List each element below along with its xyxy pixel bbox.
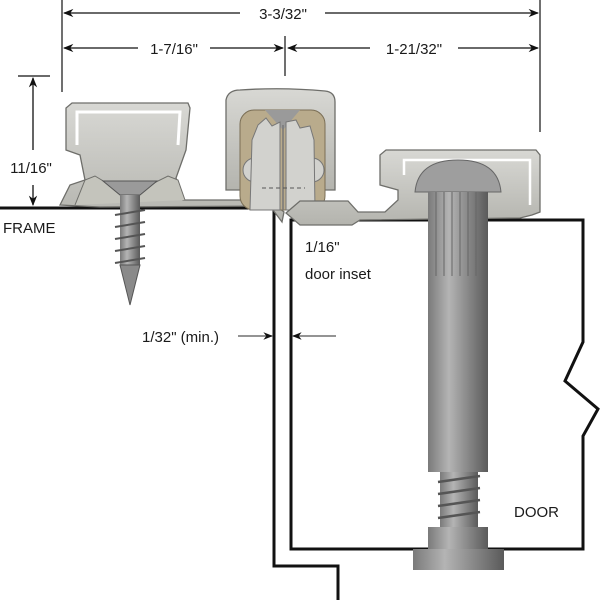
frame-label: FRAME [3, 220, 56, 237]
frame-outline [0, 206, 340, 600]
door-label: DOOR [514, 504, 559, 521]
door-leaf-width-label: 1-21/32" [386, 41, 442, 58]
min-gap-dimension: 1/32" (min.) [142, 329, 336, 346]
min-gap-label: 1/32" (min.) [142, 329, 219, 346]
overall-width-label: 3-3/32" [259, 6, 307, 23]
door-inset-value: 1/16" [305, 239, 340, 256]
frame-leaf-width-label: 1-7/16" [150, 41, 198, 58]
gear-knuckle [225, 88, 336, 211]
overall-width-dimension: 3-3/32" [62, 6, 540, 23]
frame-leaf-dimension: 1-7/16" [62, 41, 285, 58]
door-inset-caption: door inset [305, 266, 372, 283]
door-pin [413, 159, 504, 570]
height-dimension: 11/16" [10, 76, 52, 207]
door-leaf-dimension: 1-21/32" [286, 41, 540, 58]
frame-screw [101, 180, 159, 306]
extension-lines [18, 0, 541, 132]
height-label: 11/16" [10, 160, 52, 177]
